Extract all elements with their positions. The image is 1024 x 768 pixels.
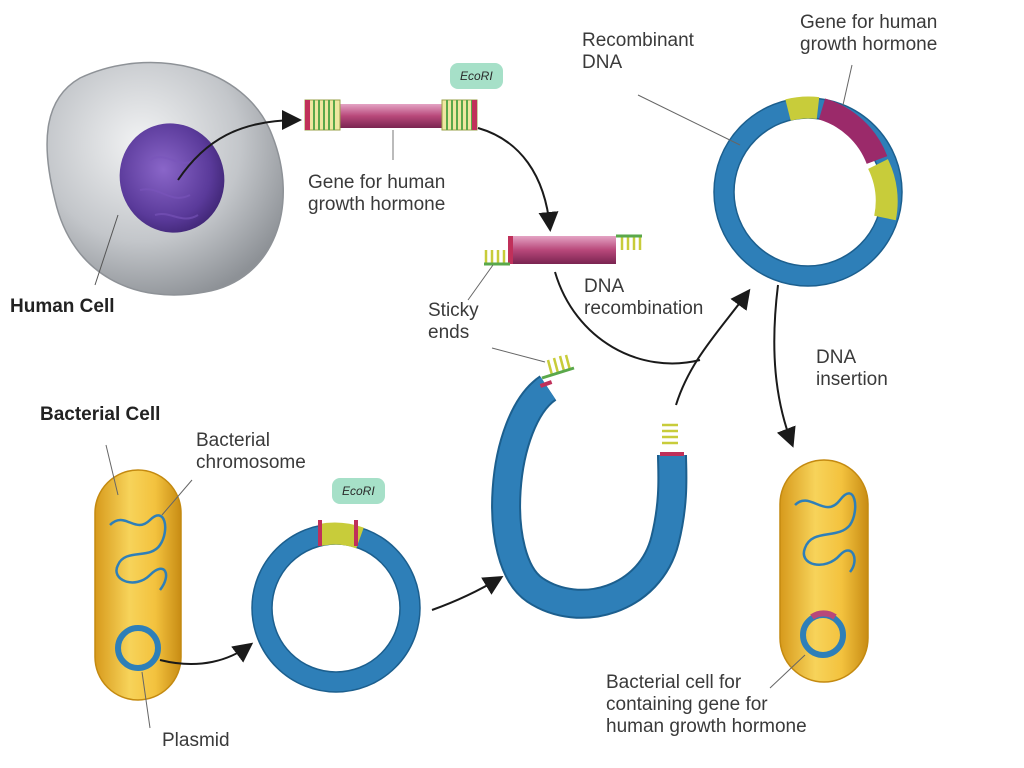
arrow-to-recombinant (675, 288, 751, 406)
gene-fragment-sticky (484, 234, 642, 266)
arrow-plasmid-to-open (431, 575, 504, 611)
ecori-badge-bottom: EcoRI (332, 478, 385, 504)
human-cell-leader (94, 214, 119, 286)
plasmid-small (115, 625, 161, 671)
arrow-bacteria-to-plasmid (159, 642, 254, 666)
gene-segment-top (304, 99, 478, 131)
bacterial-cell-left (94, 469, 182, 701)
plasmid-label: Plasmid (162, 730, 230, 751)
ecori-badge-top: EcoRI (450, 63, 503, 89)
arrow-dna-insertion (773, 284, 796, 448)
dna-insertion-label: DNA insertion (816, 347, 888, 390)
bacterial-cell-result-label: Bacterial cell for containing gene for h… (606, 672, 807, 737)
open-plasmid (491, 354, 688, 619)
bacterial-chromosome-label: Bacterial chromosome (196, 430, 306, 473)
nucleus (119, 123, 225, 233)
bacterial-chromosome (109, 514, 168, 591)
human-cell-label: Human Cell (10, 296, 115, 317)
recombinant-plasmid (713, 96, 903, 287)
gene-hgh-label-2: Gene for human growth hormone (800, 12, 938, 55)
arrow-nucleus-to-gene (177, 110, 302, 181)
gene-hgh-label: Gene for human growth hormone (308, 172, 446, 215)
plasmid-ecori (251, 520, 421, 693)
arrow-gene-to-fragment (477, 127, 559, 232)
bacterial-cell-label: Bacterial Cell (40, 404, 161, 425)
human-cell (46, 61, 284, 296)
bacterial-cell-result (779, 459, 869, 683)
recombinant-dna-label: Recombinant DNA (582, 30, 694, 73)
bacterial-chromosome-result (794, 492, 857, 573)
recombination-curve (554, 271, 701, 365)
sticky-ends-label: Sticky ends (428, 300, 479, 343)
dna-recombination-label: DNA recombination (584, 276, 704, 319)
